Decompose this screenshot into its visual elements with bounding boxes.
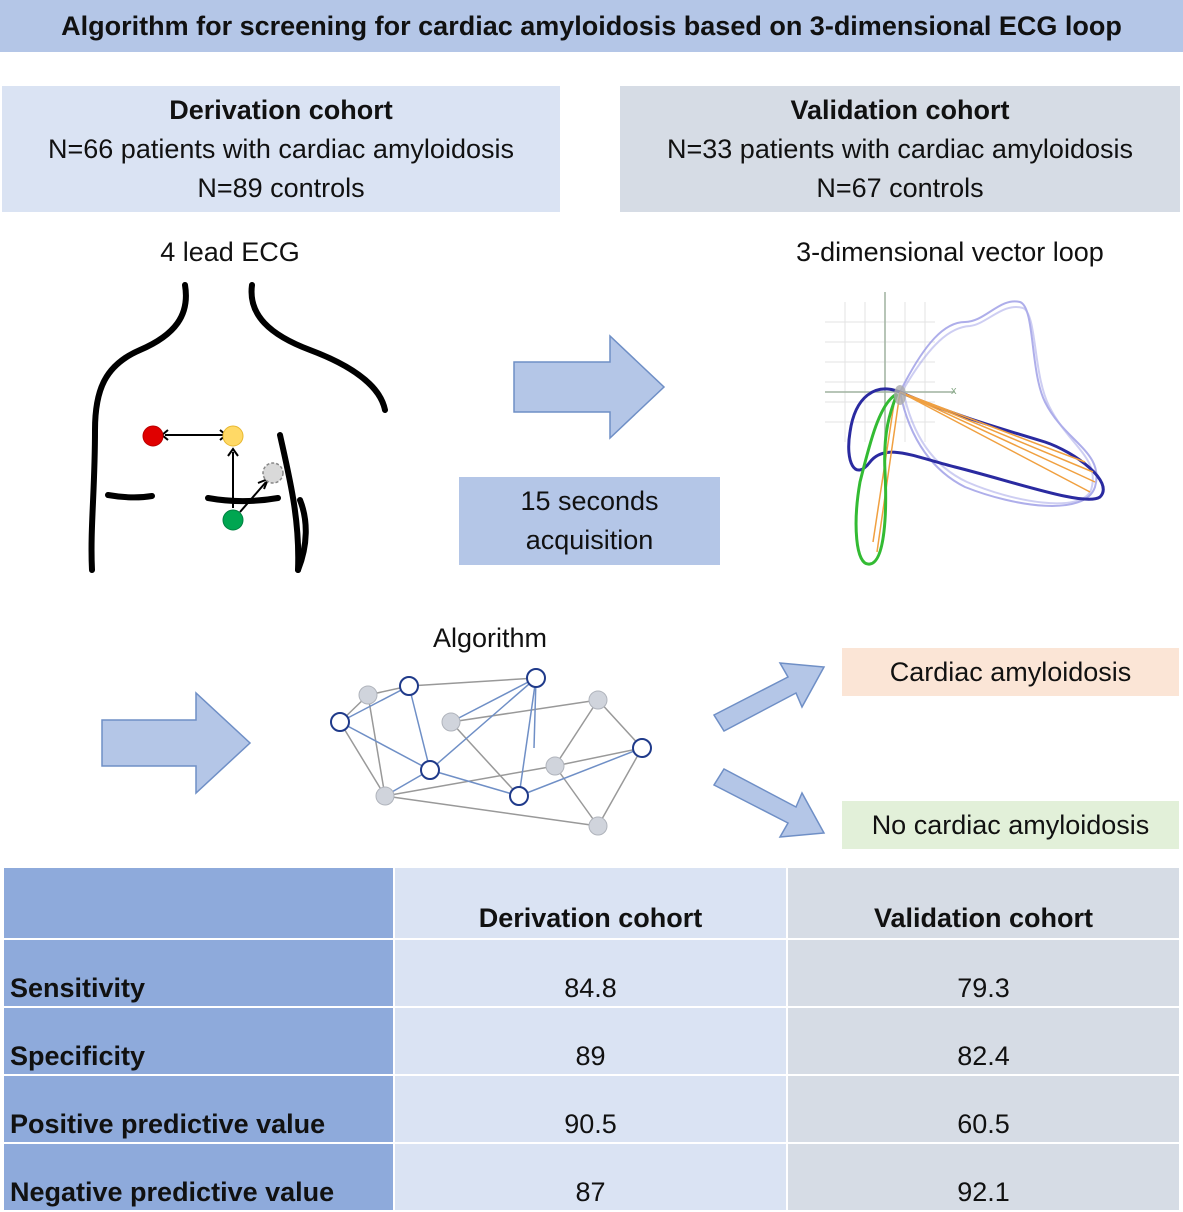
validation-value: 79.3 (786, 938, 1181, 1008)
network-node (632, 738, 652, 758)
outcome-cardiac-amyloidosis: Cardiac amyloidosis (842, 648, 1179, 696)
network-node (526, 668, 546, 688)
loop-grid (825, 302, 935, 442)
torso-left-outline (88, 282, 189, 573)
electrode-red (142, 425, 164, 447)
loop-dark-blue (847, 387, 1105, 501)
network-nodes (330, 668, 652, 836)
table-header-validation: Validation cohort (786, 866, 1181, 940)
network-node (358, 685, 378, 705)
network-node (545, 756, 565, 776)
loop-green (854, 392, 899, 566)
loop-light-blue (899, 300, 1098, 507)
metric-label: Negative predictive value (2, 1142, 395, 1212)
acquisition-arrow (513, 334, 666, 440)
vector-loop-illustration: x (825, 292, 1105, 566)
algorithm-label: Algorithm (432, 623, 548, 653)
electrode-yellow (222, 425, 244, 447)
network-node (330, 712, 350, 732)
network-node (399, 676, 419, 696)
torso-right-outline (248, 282, 388, 413)
table-row: Specificity 89 82.4 (2, 1006, 1181, 1076)
table-header-row: Derivation cohort Validation cohort (2, 866, 1181, 940)
vector-loop-label: 3-dimensional vector loop (796, 237, 1104, 267)
derivation-cohort-box: Derivation cohort N=66 patients with car… (2, 86, 560, 212)
network-node (588, 690, 608, 710)
acquisition-box: 15 seconds acquisition (459, 477, 720, 565)
derivation-value: 90.5 (393, 1074, 788, 1144)
validation-patients: N=33 patients with cardiac amyloidosis (667, 133, 1133, 164)
loop-orange (872, 391, 1096, 553)
left-arm-crease (105, 492, 155, 501)
acquisition-line1: 15 seconds (520, 486, 659, 516)
validation-cohort-box: Validation cohort N=33 patients with car… (620, 86, 1180, 212)
acquisition-line2: acquisition (525, 525, 654, 555)
results-table: Derivation cohort Validation cohort Sens… (2, 866, 1181, 1212)
network-node (420, 760, 440, 780)
algorithm-input-arrow (101, 691, 252, 795)
derivation-patients: N=66 patients with cardiac amyloidosis (48, 133, 514, 164)
negative-outcome-arrow (712, 768, 826, 838)
positive-outcome-arrow (712, 662, 826, 732)
validation-cohort-heading: Validation cohort (790, 94, 1010, 125)
network-node (375, 786, 395, 806)
table-row: Positive predictive value 90.5 60.5 (2, 1074, 1181, 1144)
ribcage-lower-line (205, 495, 281, 504)
ecg-label: 4 lead ECG (160, 237, 300, 267)
derivation-value: 87 (393, 1142, 788, 1212)
loop-axis-label: x (951, 385, 957, 397)
network-node (588, 816, 608, 836)
torso-electrode-illustration (88, 282, 388, 573)
algorithm-network-illustration (330, 668, 652, 836)
ribcage-right-line (277, 432, 302, 573)
metric-label: Positive predictive value (2, 1074, 395, 1144)
table-row: Sensitivity 84.8 79.3 (2, 938, 1181, 1008)
metric-label: Specificity (2, 1006, 395, 1076)
network-node (509, 786, 529, 806)
derivation-value: 89 (393, 1006, 788, 1076)
validation-controls: N=67 controls (816, 172, 984, 203)
outcome-no-cardiac-amyloidosis: No cardiac amyloidosis (842, 801, 1179, 849)
electrode-arrows (160, 429, 270, 513)
network-edges-blue (339, 677, 643, 797)
metric-label: Sensitivity (2, 938, 395, 1008)
derivation-value: 84.8 (393, 938, 788, 1008)
table-header-derivation: Derivation cohort (393, 866, 788, 940)
derivation-controls: N=89 controls (197, 172, 365, 203)
network-node (441, 712, 461, 732)
validation-value: 82.4 (786, 1006, 1181, 1076)
validation-value: 60.5 (786, 1074, 1181, 1144)
table-row: Negative predictive value 87 92.1 (2, 1142, 1181, 1212)
derivation-cohort-heading: Derivation cohort (169, 94, 393, 125)
electrode-grey (262, 462, 284, 484)
diagram-title: Algorithm for screening for cardiac amyl… (0, 0, 1183, 52)
electrode-green (222, 509, 244, 531)
table-header-empty (2, 866, 395, 940)
validation-value: 92.1 (786, 1142, 1181, 1212)
loop-origin (894, 385, 906, 405)
